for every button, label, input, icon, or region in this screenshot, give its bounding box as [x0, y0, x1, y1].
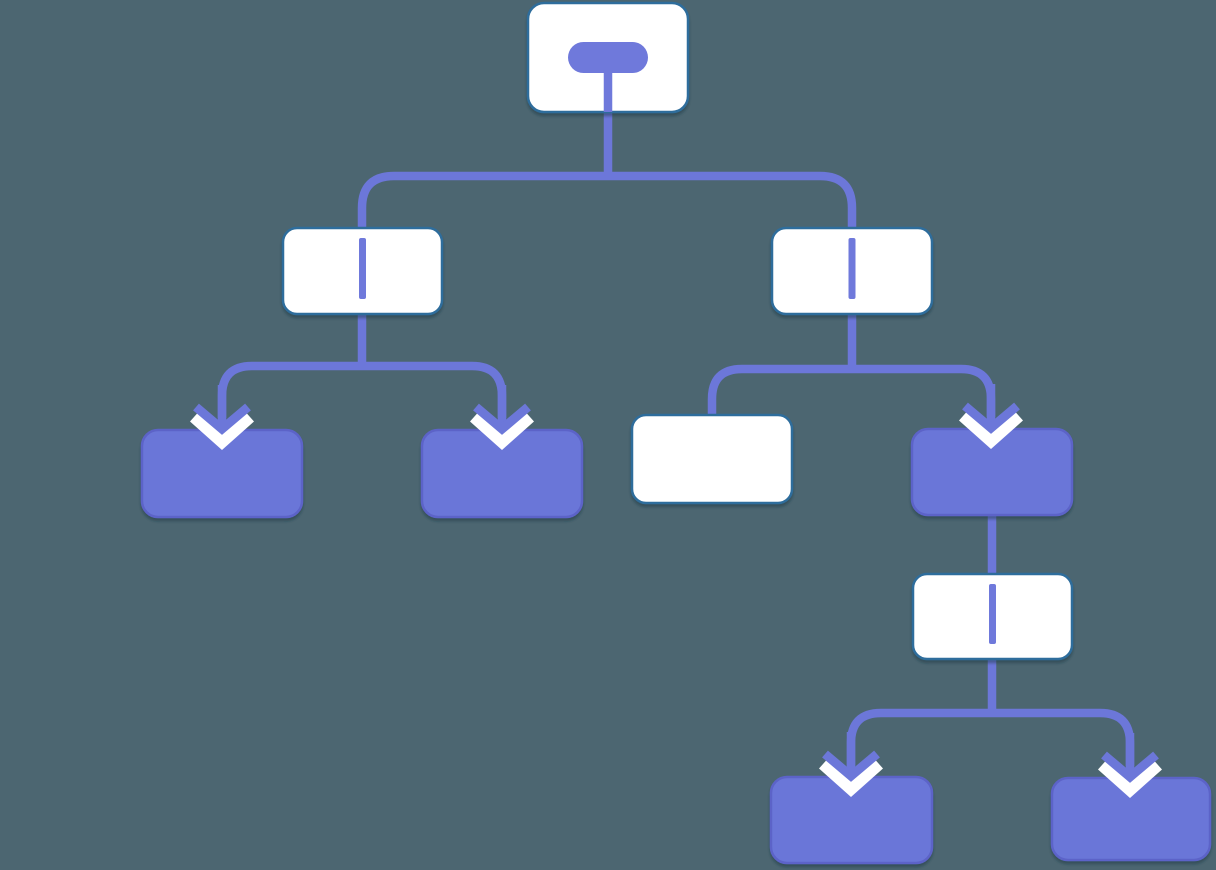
node-branch-left: [281, 226, 444, 316]
edge-root-split: [357, 106, 857, 232]
pass-through-bar-icon: [989, 584, 996, 644]
arrow-down-icon: [1098, 733, 1162, 799]
node-child-plain-box: [630, 413, 794, 505]
pass-through-bar-icon: [848, 238, 856, 299]
arrow-highlight-chevron: [819, 759, 883, 798]
arrow-down-icon: [190, 385, 254, 451]
edge-left-branch-split: [217, 310, 507, 418]
arrow-highlight-chevron: [1098, 760, 1162, 799]
edge-right-branch-split: [707, 310, 996, 419]
arrow-head-chevron: [1101, 751, 1159, 783]
node-layer: [140, 1, 1212, 865]
arrow-head-chevron: [193, 403, 251, 435]
root-pill-icon: [568, 42, 648, 73]
connector-layer: [217, 106, 1135, 766]
edge-bottom-split: [846, 655, 1135, 766]
arrow-head-chevron: [822, 750, 880, 782]
root-stem-icon: [603, 70, 613, 112]
arrow-down-icon: [959, 384, 1023, 450]
arrow-head-chevron: [473, 403, 531, 435]
arrow-head-chevron: [962, 402, 1020, 434]
node-branch-bottom: [911, 572, 1074, 661]
node-child-plain: [630, 413, 794, 505]
arrow-highlight-chevron: [959, 411, 1023, 450]
arrow-layer: [190, 384, 1162, 799]
arrow-down-icon: [470, 385, 534, 451]
pass-through-bar-icon: [359, 238, 366, 299]
arrow-down-icon: [819, 732, 883, 798]
node-branch-right: [770, 226, 934, 316]
arrow-highlight-chevron: [190, 412, 254, 451]
node-root: [526, 1, 690, 114]
arrow-highlight-chevron: [470, 412, 534, 451]
